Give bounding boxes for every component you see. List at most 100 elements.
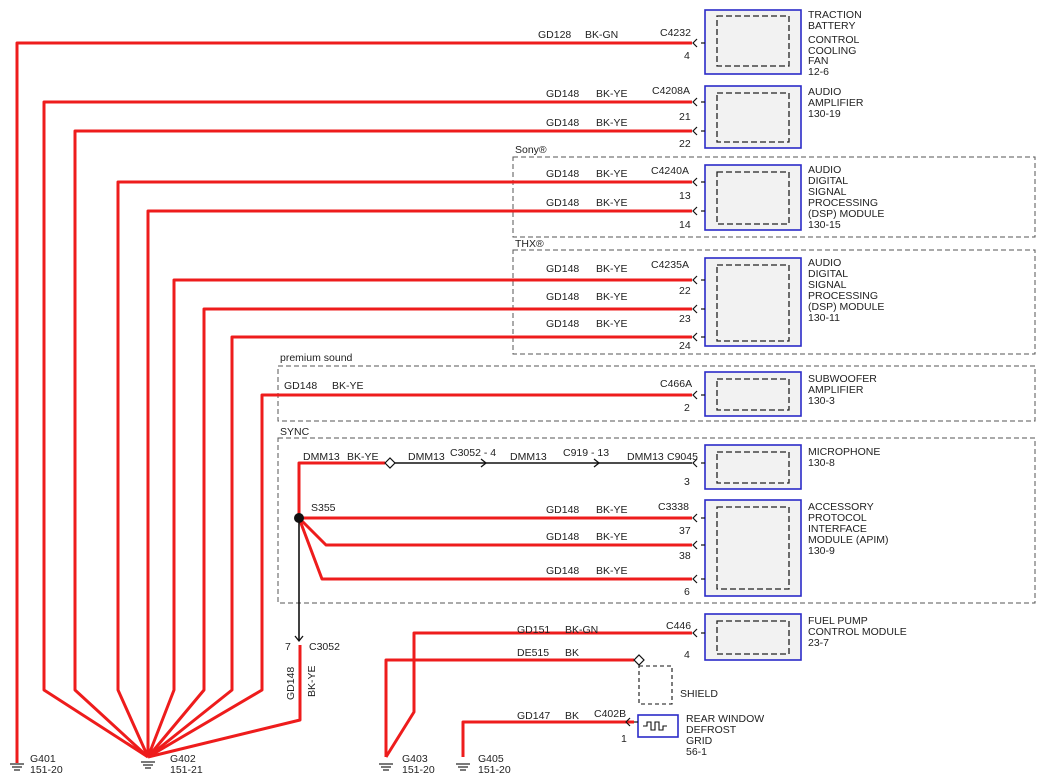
premium-sound-label: premium sound — [280, 352, 353, 364]
pin-sub: 2 — [684, 402, 690, 414]
svg-text:BK-YE: BK-YE — [596, 291, 628, 303]
connector-c4240a: C4240A — [651, 165, 689, 177]
wire-gd148-subwoofer — [147, 393, 692, 759]
pin-fuel: 4 — [684, 649, 690, 661]
svg-text:DEFROST: DEFROST — [686, 724, 737, 736]
pin-apim-38: 38 — [679, 550, 691, 562]
svg-text:GD148: GD148 — [546, 504, 579, 516]
pin-fan: 4 — [684, 50, 690, 62]
ground-g403: G403 151-20 — [379, 753, 435, 776]
svg-text:G403: G403 — [402, 753, 428, 765]
svg-text:AUDIO: AUDIO — [808, 164, 841, 176]
svg-text:GRID: GRID — [686, 735, 713, 747]
svg-text:AUDIO: AUDIO — [808, 257, 841, 269]
ground-g401: G401 151-20 — [10, 753, 63, 776]
pin-amp-22: 22 — [679, 138, 691, 150]
sync-label: SYNC — [280, 426, 310, 438]
svg-text:BATTERY: BATTERY — [808, 20, 855, 32]
svg-text:(DSP) MODULE: (DSP) MODULE — [808, 301, 884, 313]
pin-dsp2-23: 23 — [679, 313, 691, 325]
heater-grid-icon — [643, 721, 667, 731]
svg-text:DMM13: DMM13 — [408, 451, 445, 463]
wire-gd147 — [461, 720, 634, 757]
shield-label: SHIELD — [680, 688, 718, 700]
svg-text:G405: G405 — [478, 753, 504, 765]
svg-text:130-15: 130-15 — [808, 219, 841, 231]
svg-text:GD148: GD148 — [546, 263, 579, 275]
splice-label: S355 — [311, 502, 336, 514]
pin-dsp1-13: 13 — [679, 190, 691, 202]
svg-text:GD148: GD148 — [546, 88, 579, 100]
circuit-gd148-vertical: GD148 — [285, 667, 297, 700]
svg-text:AMPLIFIER: AMPLIFIER — [808, 97, 864, 109]
wire-gd148-amp-21 — [42, 100, 692, 759]
connector-c446: C446 — [666, 620, 691, 632]
inline-connector-diamond — [384, 457, 396, 469]
svg-text:DMM13: DMM13 — [627, 451, 664, 463]
svg-text:GD148: GD148 — [546, 197, 579, 209]
svg-text:151-20: 151-20 — [30, 764, 63, 776]
module-rear-window-defrost: REAR WINDOW DEFROST GRID 56-1 — [637, 713, 764, 758]
svg-text:151-21: 151-21 — [170, 764, 203, 776]
thx-label: THX® — [515, 238, 544, 250]
splice-s355 — [294, 513, 304, 523]
svg-text:BK-GN: BK-GN — [565, 624, 598, 636]
color-bkgn-fan: BK-GN — [585, 29, 618, 41]
connector-c3052: C3052 — [309, 641, 340, 653]
svg-text:(DSP) MODULE: (DSP) MODULE — [808, 208, 884, 220]
svg-text:130-19: 130-19 — [808, 108, 841, 120]
svg-text:56-1: 56-1 — [686, 746, 707, 758]
svg-text:PROTOCOL: PROTOCOL — [808, 512, 867, 524]
svg-text:AUDIO: AUDIO — [808, 86, 841, 98]
svg-text:GD148: GD148 — [546, 531, 579, 543]
svg-text:BK-YE: BK-YE — [596, 318, 628, 330]
ground-g402: G402 151-21 — [141, 753, 203, 776]
pin-dsp2-22: 22 — [679, 285, 691, 297]
svg-text:FUEL PUMP: FUEL PUMP — [808, 615, 868, 627]
connector-c3338: C3338 — [658, 501, 689, 513]
svg-text:BK-YE: BK-YE — [596, 504, 628, 516]
svg-text:GD148: GD148 — [546, 291, 579, 303]
svg-text:130-11: 130-11 — [808, 312, 840, 324]
wire-dmm13-splice — [297, 461, 385, 518]
sony-label: Sony® — [515, 144, 547, 156]
svg-text:SUBWOOFER: SUBWOOFER — [808, 373, 877, 385]
module-apim: ACCESSORY PROTOCOL INTERFACE MODULE (API… — [704, 499, 889, 597]
svg-text:DE515: DE515 — [517, 647, 549, 659]
svg-text:PROCESSING: PROCESSING — [808, 290, 878, 302]
svg-text:CONTROL MODULE: CONTROL MODULE — [808, 626, 907, 638]
svg-text:BK-YE: BK-YE — [347, 451, 379, 463]
pin-apim-6: 6 — [684, 586, 690, 598]
pin-mic: 3 — [684, 476, 690, 488]
shield-drain-diamond — [633, 654, 645, 666]
wire-gd148-amp-22 — [73, 129, 692, 759]
svg-text:BK-YE: BK-YE — [596, 88, 628, 100]
svg-text:GD148: GD148 — [546, 117, 579, 129]
svg-text:SIGNAL: SIGNAL — [808, 186, 847, 198]
svg-text:REAR WINDOW: REAR WINDOW — [686, 713, 764, 725]
thx-option-box — [512, 249, 1036, 355]
wire-gd148-apim-38 — [297, 516, 692, 547]
wire-gd148-c3052-to-g402 — [147, 645, 302, 759]
inline-connector-c919-13 — [593, 458, 601, 468]
svg-text:130-9: 130-9 — [808, 545, 835, 557]
color-bkye-vertical: BK-YE — [306, 665, 318, 697]
wire-gd148-dsp-23 — [146, 307, 692, 758]
wire-de515 — [384, 658, 634, 757]
inline-connector-c3052 — [294, 635, 304, 643]
svg-text:GD147: GD147 — [517, 710, 550, 722]
connector-c4235a: C4235A — [651, 259, 689, 271]
module-audio-dsp-sony: AUDIO DIGITAL SIGNAL PROCESSING (DSP) MO… — [704, 164, 884, 231]
svg-text:SIGNAL: SIGNAL — [808, 279, 847, 291]
svg-text:BK-YE: BK-YE — [596, 197, 628, 209]
module-connector-arrows — [625, 38, 705, 727]
svg-text:GD148: GD148 — [546, 318, 579, 330]
svg-text:BK-YE: BK-YE — [332, 380, 364, 392]
svg-text:G402: G402 — [170, 753, 196, 765]
sync-option-box — [277, 437, 1036, 604]
svg-text:COOLING: COOLING — [808, 45, 856, 57]
wire-gd128 — [15, 41, 692, 763]
svg-text:DMM13: DMM13 — [510, 451, 547, 463]
pin-apim-37: 37 — [679, 525, 691, 537]
